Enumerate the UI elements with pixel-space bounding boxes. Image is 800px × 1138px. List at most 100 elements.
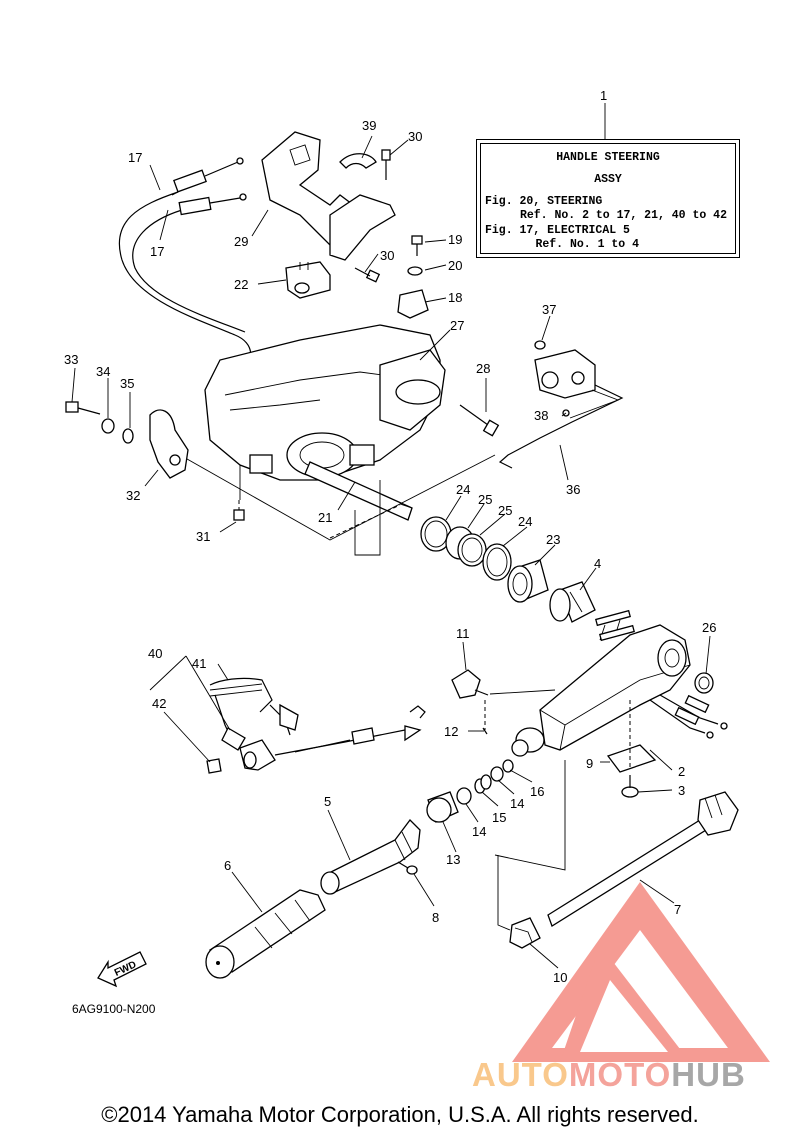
assembly-info-box: HANDLE STEERING ASSY Fig. 20, STEERING R… (476, 139, 740, 258)
label-41: 41 (192, 656, 206, 671)
label-32: 32 (126, 488, 140, 503)
leader-lines (71, 103, 711, 969)
info-title-line2: ASSY (594, 173, 622, 186)
label-11: 11 (456, 626, 470, 641)
bush-13 (426, 791, 459, 823)
bolt-33 (65, 401, 101, 415)
watermark-text: AUTOMOTOHUB (472, 1056, 746, 1094)
washer-26 (694, 672, 714, 694)
label-22: 22 (234, 277, 248, 292)
label-14b: 14 (510, 796, 524, 811)
label-26: 26 (702, 620, 716, 635)
label-33: 33 (64, 352, 78, 367)
label-19: 19 (448, 232, 462, 247)
info-ref2-range: Ref. No. 1 to 4 (535, 238, 639, 251)
label-5: 5 (324, 794, 331, 809)
label-17b: 17 (150, 244, 164, 259)
bush-4 (549, 581, 596, 623)
steering-shaft-21 (304, 461, 413, 521)
label-36: 36 (566, 482, 580, 497)
label-30a: 30 (408, 129, 422, 144)
nut-16 (502, 759, 514, 773)
screw-3 (621, 775, 639, 798)
info-ref2-label: Fig. 17, ELECTRICAL 5 (485, 224, 630, 237)
label-34: 34 (96, 364, 110, 379)
handle-cables (649, 694, 728, 739)
bolts-30 (354, 149, 391, 283)
collar (339, 153, 377, 169)
plate-9 (606, 744, 657, 773)
clamp-18 (397, 289, 429, 319)
label-21: 21 (318, 510, 332, 525)
switch-37 (534, 340, 596, 399)
label-12: 12 (444, 724, 458, 739)
label-25b: 25 (498, 503, 512, 518)
info-ref1-label: Fig. 20, STEERING (485, 195, 603, 208)
label-8: 8 (432, 910, 439, 925)
label-23: 23 (546, 532, 560, 547)
watermark-part1: AUTO (472, 1056, 569, 1093)
label-40: 40 (148, 646, 162, 661)
throttle-knob-11 (451, 669, 489, 699)
label-27: 27 (450, 318, 464, 333)
grommet-22 (285, 261, 331, 299)
washer-34 (101, 418, 115, 434)
label-20: 20 (448, 258, 462, 273)
label-42: 42 (152, 696, 166, 711)
friction-plate-32 (149, 409, 189, 479)
steering-handle-2 (511, 609, 691, 757)
label-24a: 24 (456, 482, 470, 497)
label-2: 2 (678, 764, 685, 779)
fwd-arrow: FWD (97, 951, 147, 988)
diagram-code: 6AG9100-N200 (72, 1002, 156, 1016)
label-4: 4 (594, 556, 601, 571)
label-9: 9 (586, 756, 593, 771)
screw-8 (397, 861, 418, 875)
washer-35 (122, 428, 134, 444)
screw-31 (233, 509, 245, 521)
washer-20 (407, 266, 423, 276)
label-13: 13 (446, 852, 460, 867)
label-30b: 30 (380, 248, 394, 263)
watermark-part2: MOTO (568, 1056, 672, 1093)
label-7: 7 (674, 902, 681, 917)
label-39: 39 (362, 118, 376, 133)
throttle-cables (118, 157, 252, 373)
fwd-label: FWD (113, 959, 138, 979)
label-17a: 17 (128, 150, 142, 165)
label-24b: 24 (518, 514, 532, 529)
label-10: 10 (553, 970, 567, 985)
label-37: 37 (542, 302, 556, 317)
grip-6 (205, 889, 326, 979)
shaft-7 (547, 791, 739, 927)
label-14a: 14 (472, 824, 486, 839)
label-18: 18 (448, 290, 462, 305)
label-38: 38 (534, 408, 548, 423)
spring-15b (480, 774, 492, 790)
part-number-labels: 1 2 3 4 5 6 7 8 9 10 11 12 13 14 14 15 1… (64, 88, 716, 985)
steering-housing (204, 324, 446, 481)
bush-23 (507, 559, 549, 603)
watermark-logo (512, 882, 770, 1062)
label-3: 3 (678, 783, 685, 798)
label-15: 15 (492, 810, 506, 825)
label-28: 28 (476, 361, 490, 376)
throttle-shaft-5 (320, 819, 421, 895)
label-35: 35 (120, 376, 134, 391)
wire-36 (498, 384, 624, 469)
copyright-notice: ©2014 Yamaha Motor Corporation, U.S.A. A… (101, 1102, 699, 1127)
label-29: 29 (234, 234, 248, 249)
clip-42 (206, 758, 222, 774)
label-25a: 25 (478, 492, 492, 507)
info-ref1-range: Ref. No. 2 to 17, 21, 40 to 42 (519, 209, 727, 222)
washer-14a (456, 787, 472, 805)
washer-24b (482, 543, 512, 581)
label-31: 31 (196, 529, 210, 544)
handle-bracket (261, 131, 396, 261)
bolt-19 (411, 235, 423, 245)
info-title-line1: HANDLE STEERING (556, 151, 660, 164)
washer-14b (490, 766, 504, 782)
label-6: 6 (224, 858, 231, 873)
stop-switch-assembly (209, 677, 426, 771)
